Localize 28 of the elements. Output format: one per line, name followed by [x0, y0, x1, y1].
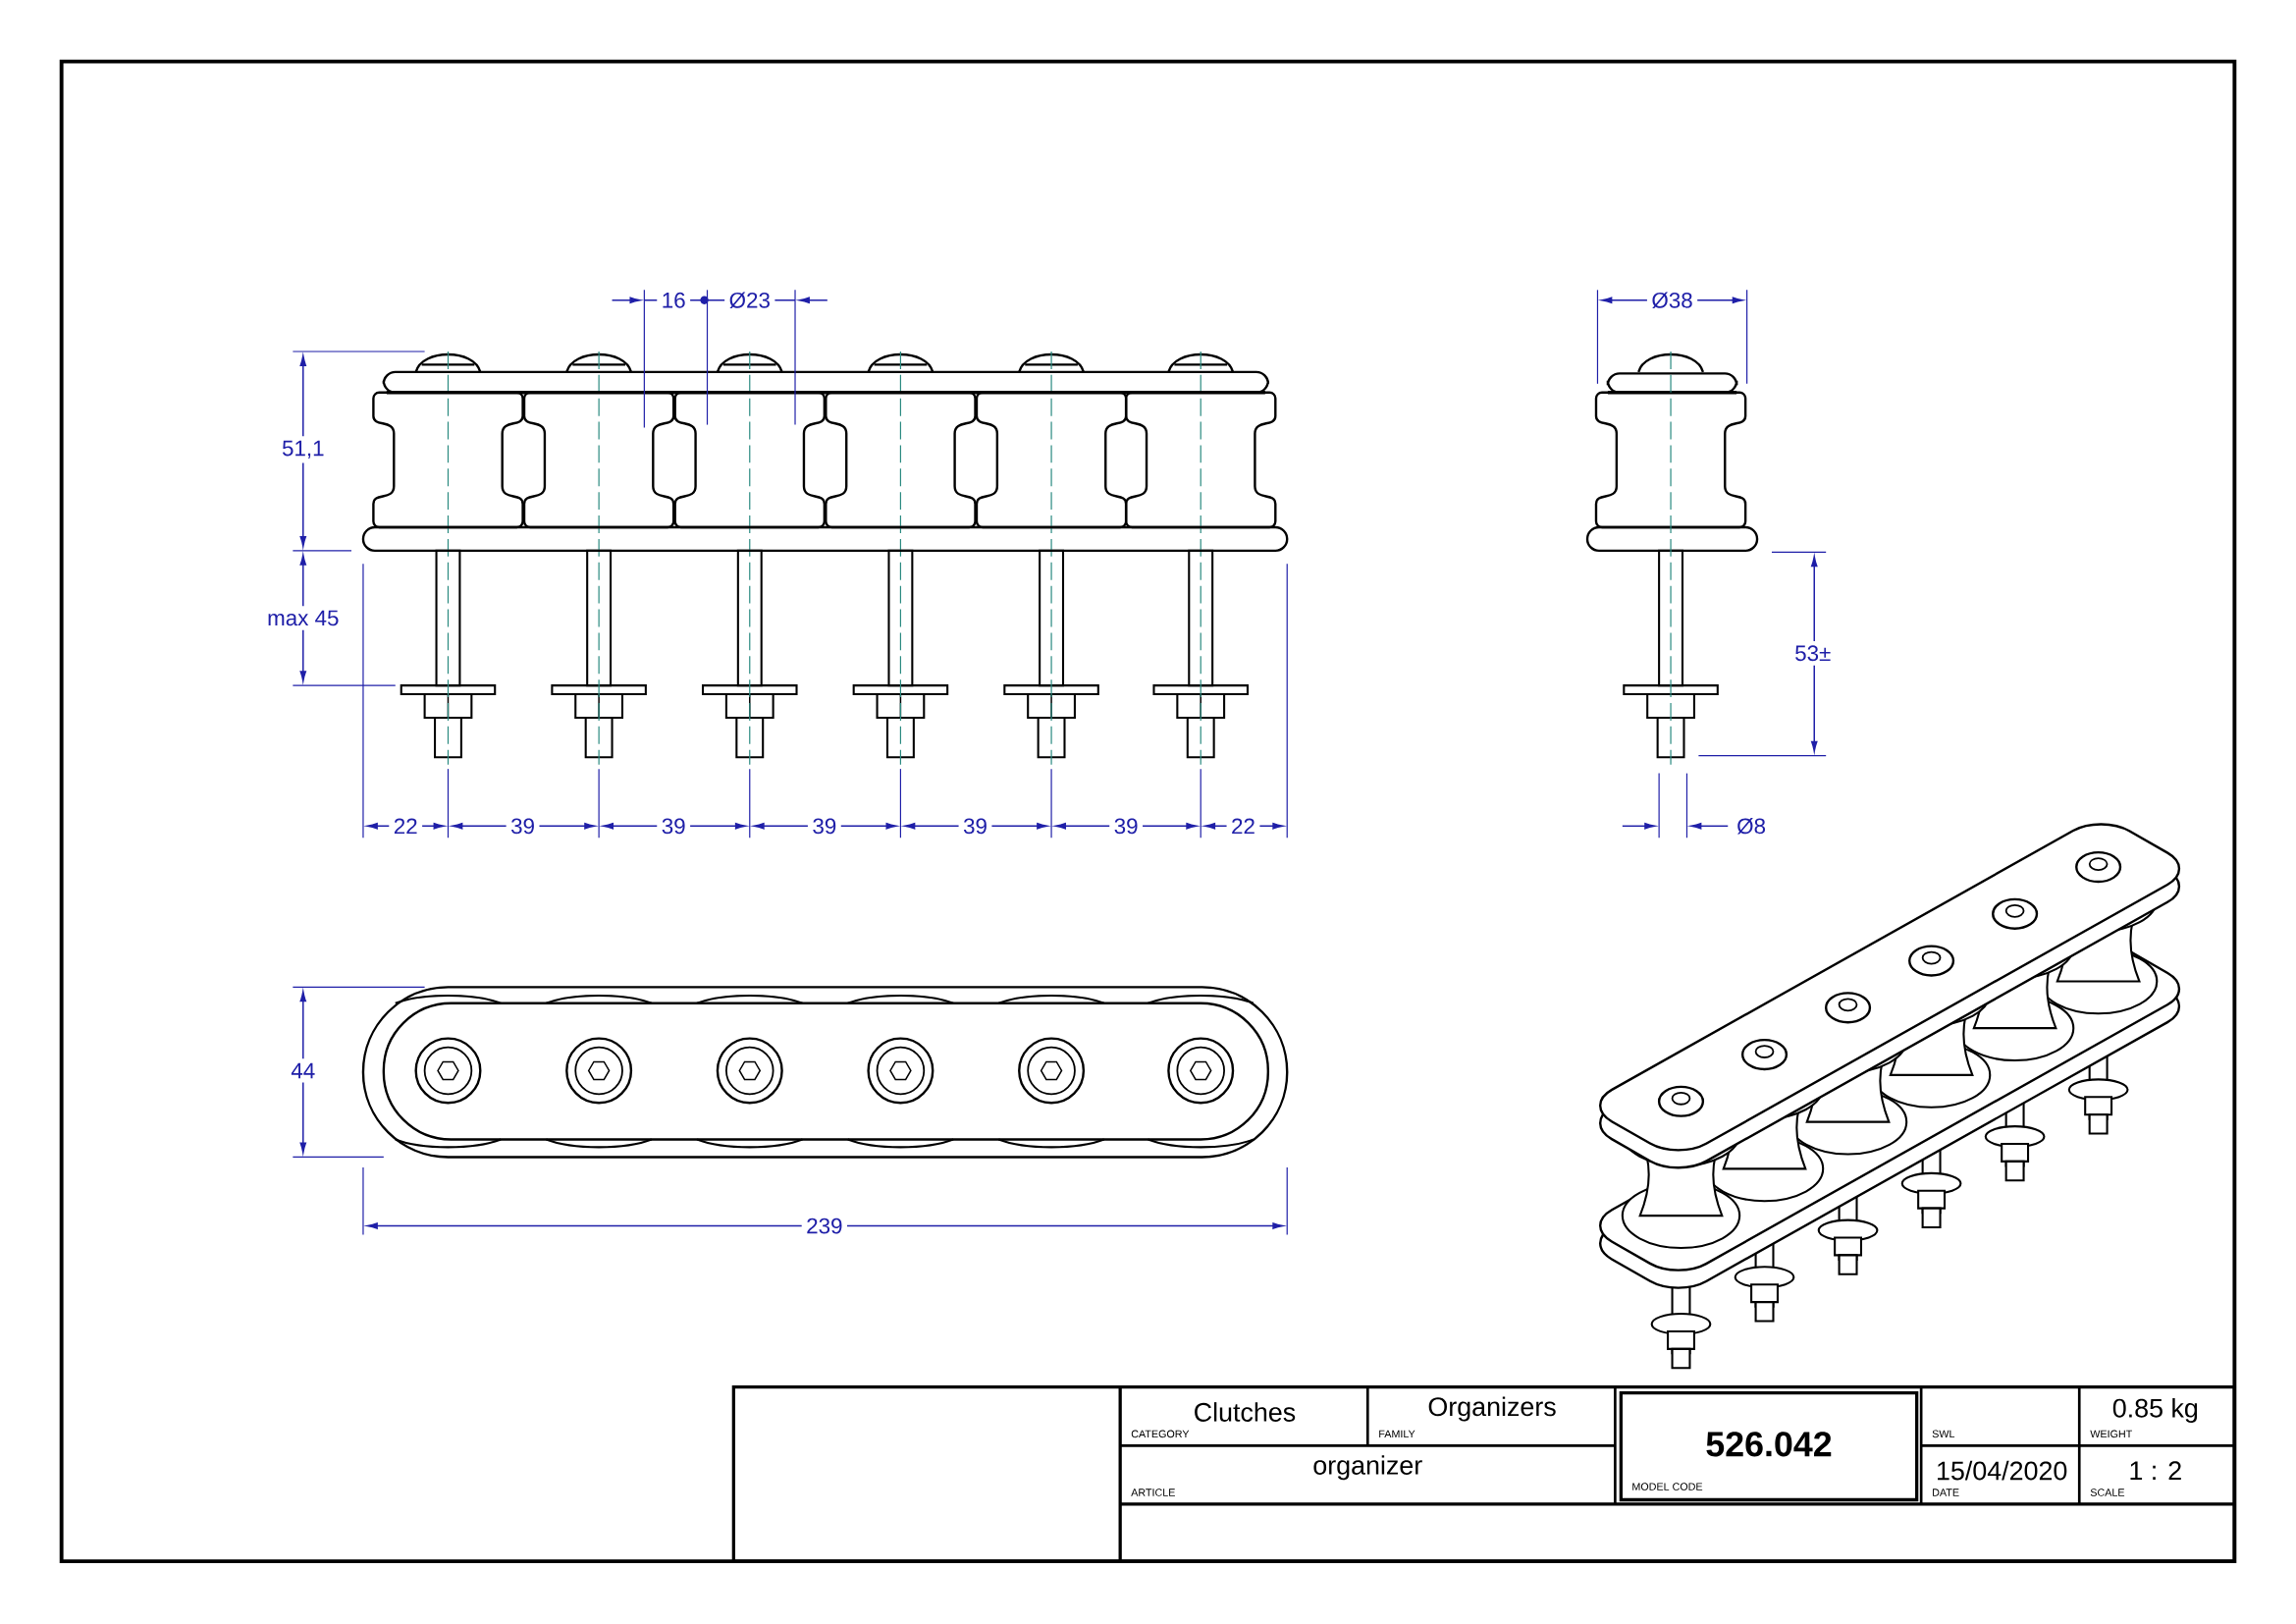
field-value: Clutches [1195, 1402, 1296, 1422]
model-code: 526.042 [1706, 1432, 1832, 1457]
dimension-label: Ø38 [1646, 287, 1698, 313]
dimension-label: 39 [506, 813, 540, 839]
dimension-label: 53± [1789, 640, 1836, 666]
dimension-label: Ø8 [1732, 813, 1771, 839]
dimension-label: 22 [389, 813, 423, 839]
field-caption: SCALE [2090, 1489, 2125, 1496]
field-value: 1 : 2 [2130, 1461, 2181, 1480]
dimension-label: max 45 [262, 606, 344, 630]
field-caption: CATEGORY [1131, 1430, 1190, 1438]
field-caption: FAMILY [1379, 1430, 1415, 1437]
dimension-label: 39 [807, 813, 841, 839]
field-value: 15/04/2020 [1938, 1460, 2067, 1481]
dimension-label: 239 [801, 1214, 847, 1238]
dimension-label: 16 [657, 288, 691, 313]
field-caption: SWL [1932, 1430, 1955, 1438]
field-value: 0.85 kg [2112, 1397, 2198, 1423]
field-value: organizer [1313, 1455, 1422, 1481]
dimension-label: 39 [958, 813, 992, 839]
field-caption: DATE [1933, 1489, 1959, 1496]
dimension-label: 51,1 [277, 436, 330, 463]
field-caption: WEIGHT [2090, 1430, 2132, 1438]
dimension-label: 44 [286, 1058, 320, 1083]
field-value: Organizers [1428, 1396, 1556, 1422]
field-caption: ARTICLE [1131, 1489, 1175, 1496]
dimension-label: Ø23 [724, 287, 775, 313]
field-caption: MODEL CODE [1632, 1483, 1703, 1490]
